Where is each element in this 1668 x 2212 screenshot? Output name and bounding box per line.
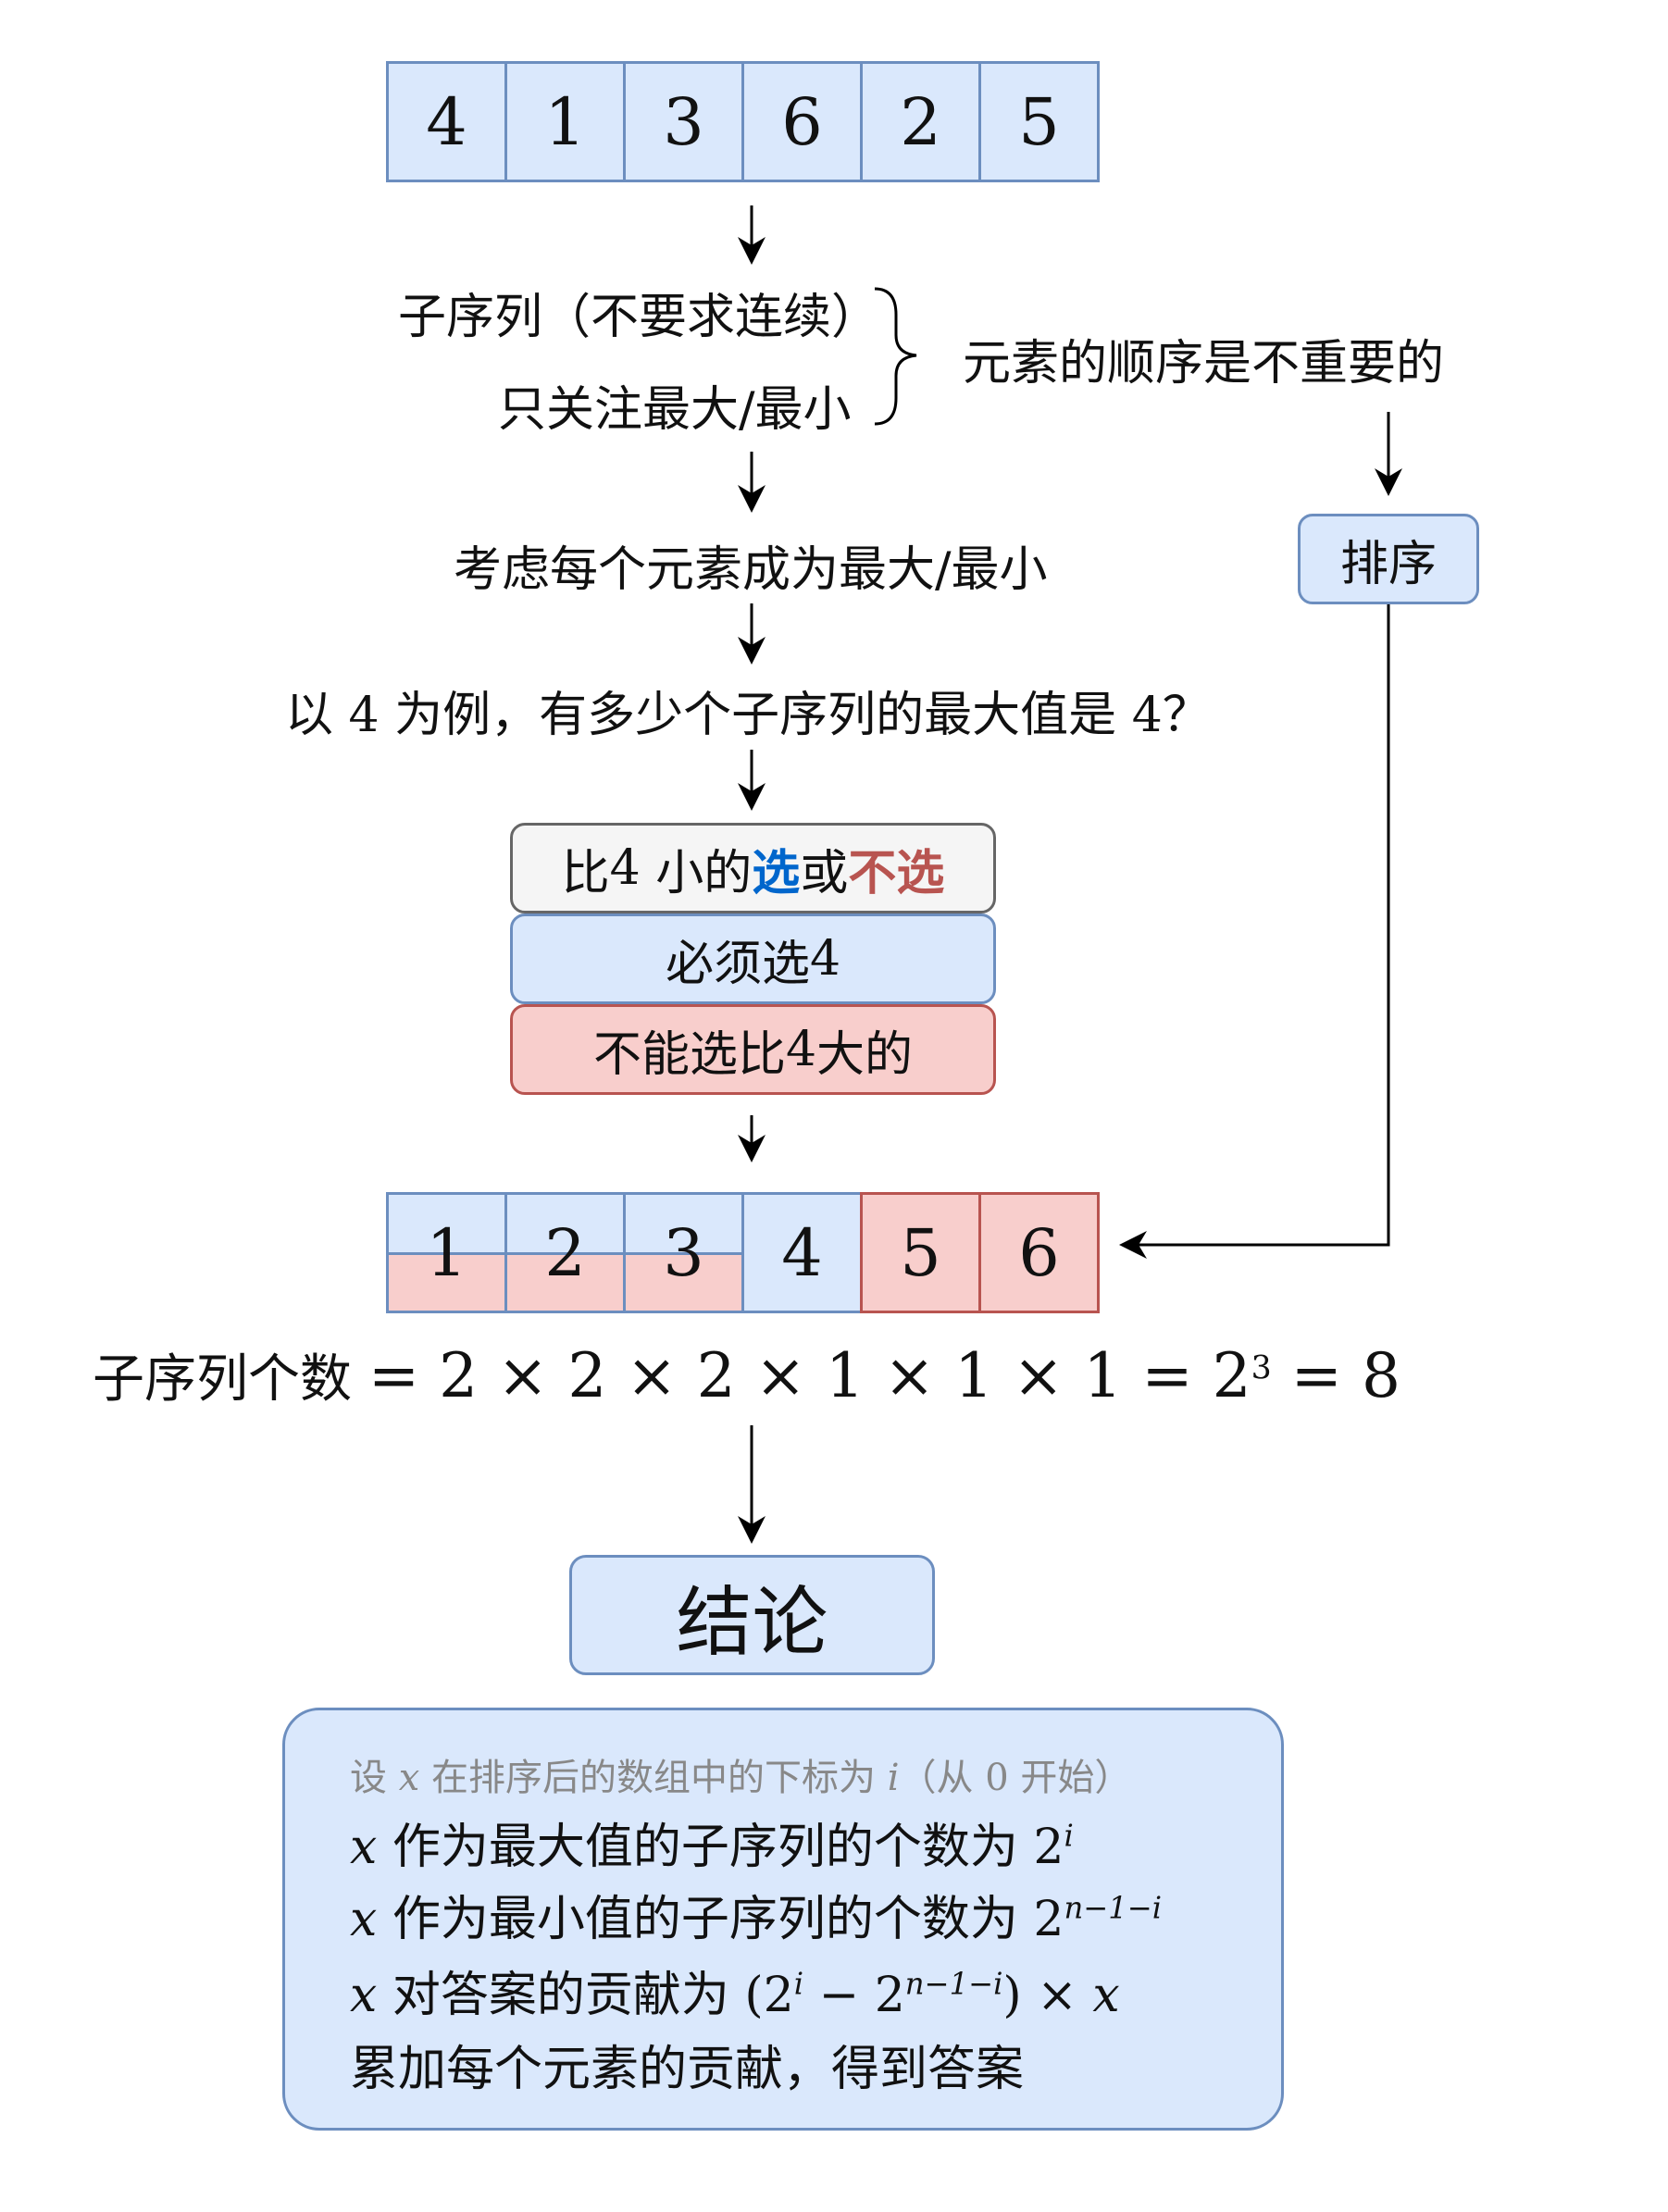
conclusion-note: 设 x 在排序后的数组中的下标为 i（从 0 开始） [350, 1747, 1131, 1801]
array-cell: 2 [860, 61, 981, 182]
formula-exponent: 3 [1251, 1349, 1272, 1387]
math-exponent: i [1064, 1818, 1074, 1854]
unsorted-array: 4 1 3 6 2 5 [386, 61, 1100, 182]
array-cell-must: 4 [741, 1192, 863, 1313]
formula-expression: = 2 × 2 × 2 × 1 × 1 × 1 = 2 [367, 1340, 1251, 1411]
rule-text: 不能选比 [592, 1026, 786, 1083]
rule-text: 必须选 [665, 936, 810, 992]
math-expr: (2 [744, 1968, 794, 2023]
conclusion-line-contribution: x 对答案的贡献为 (2i − 2n−1−i) × x [350, 1956, 1120, 2025]
question-number: 4 [1131, 688, 1163, 743]
math-var: i [887, 1757, 900, 1799]
subsequence-label: 子序列（不要求连续） [398, 290, 880, 345]
line-text: 对答案的贡献为 [377, 1968, 745, 2023]
math-base: 2 [1033, 1892, 1064, 1947]
question-text: 为例，有多少个子序列的最大值是 [379, 688, 1132, 743]
math-expr: ) × [1002, 1968, 1093, 2023]
array-cell: 5 [978, 61, 1100, 182]
math-var: x [350, 1820, 378, 1875]
math-exponent: n−1−i [1064, 1890, 1163, 1926]
rule-number: 4 [809, 931, 841, 987]
conclusion-line-min: x 作为最小值的子序列的个数为 2n−1−i [350, 1880, 1162, 1949]
note-text: 设 [350, 1757, 399, 1799]
example-question: 以 4 为例，有多少个子序列的最大值是 4？ [285, 676, 1211, 745]
rule-text: 或 [800, 845, 849, 901]
math-var: x [350, 1892, 378, 1947]
rule-text: 比 [561, 845, 610, 901]
math-var: x [1092, 1968, 1120, 2023]
line-text: 作为最大值的子序列的个数为 [377, 1820, 1034, 1875]
rule-text: 小的 [655, 845, 753, 901]
array-cell-forbidden: 6 [978, 1192, 1100, 1313]
rule-larger-box: 不能选比 4 大的 [510, 1004, 996, 1095]
sort-label: 排序 [1339, 536, 1437, 592]
math-var: x [350, 1968, 378, 2023]
conclusion-line-max: x 作为最大值的子序列的个数为 2i [350, 1808, 1074, 1877]
math-base: 2 [1033, 1820, 1064, 1875]
array-cell-optional: 1 [386, 1192, 507, 1313]
formula-label: 子序列个数 [93, 1349, 352, 1410]
array-cell-forbidden: 5 [860, 1192, 981, 1313]
consider-label: 考虑每个元素成为最大/最小 [454, 542, 1048, 598]
math-var: x [398, 1757, 420, 1799]
math-exponent: i [793, 1966, 804, 2002]
conclusion-title-box: 结论 [569, 1555, 935, 1675]
note-text: 在排序后的数组中的下标为 [419, 1757, 888, 1799]
formula-result: = 8 [1271, 1340, 1400, 1411]
conclusion-title: 结论 [676, 1578, 828, 1667]
conclusion-panel: 设 x 在排序后的数组中的下标为 i（从 0 开始） x 作为最大值的子序列的个… [282, 1708, 1284, 2131]
note-text: 开始） [1008, 1757, 1132, 1799]
conclusion-line-sum: 累加每个元素的贡献，得到答案 [350, 2042, 1025, 2097]
question-text: 以 [285, 688, 349, 743]
note-number: 0 [985, 1757, 1009, 1799]
sorted-array: 1 2 3 4 5 6 [386, 1192, 1100, 1313]
question-text: ？ [1162, 688, 1211, 743]
not-choose-highlight: 不选 [848, 845, 945, 901]
only-max-min-label: 只关注最大/最小 [498, 382, 852, 438]
count-formula: 子序列个数 = 2 × 2 × 2 × 1 × 1 × 1 = 23 = 8 [93, 1337, 1400, 1412]
rule-smaller-box: 比 4 小的选或不选 [510, 823, 996, 913]
sort-box: 排序 [1298, 514, 1479, 604]
array-cell: 4 [386, 61, 507, 182]
rule-text: 大的 [816, 1026, 914, 1083]
choose-highlight: 选 [752, 845, 801, 901]
order-irrelevant-label: 元素的顺序是不重要的 [963, 336, 1445, 391]
math-exponent: n−1−i [904, 1966, 1003, 2002]
rule-must-box: 必须选 4 [510, 913, 996, 1004]
math-expr: − 2 [803, 1968, 905, 2023]
array-cell-optional: 3 [623, 1192, 744, 1313]
rule-number: 4 [785, 1022, 817, 1077]
array-cell: 1 [504, 61, 626, 182]
array-cell: 6 [741, 61, 863, 182]
array-cell-optional: 2 [504, 1192, 626, 1313]
question-number: 4 [348, 688, 380, 743]
line-text: 作为最小值的子序列的个数为 [377, 1892, 1034, 1947]
rule-number: 4 [609, 840, 641, 896]
note-text: （从 [899, 1757, 986, 1799]
